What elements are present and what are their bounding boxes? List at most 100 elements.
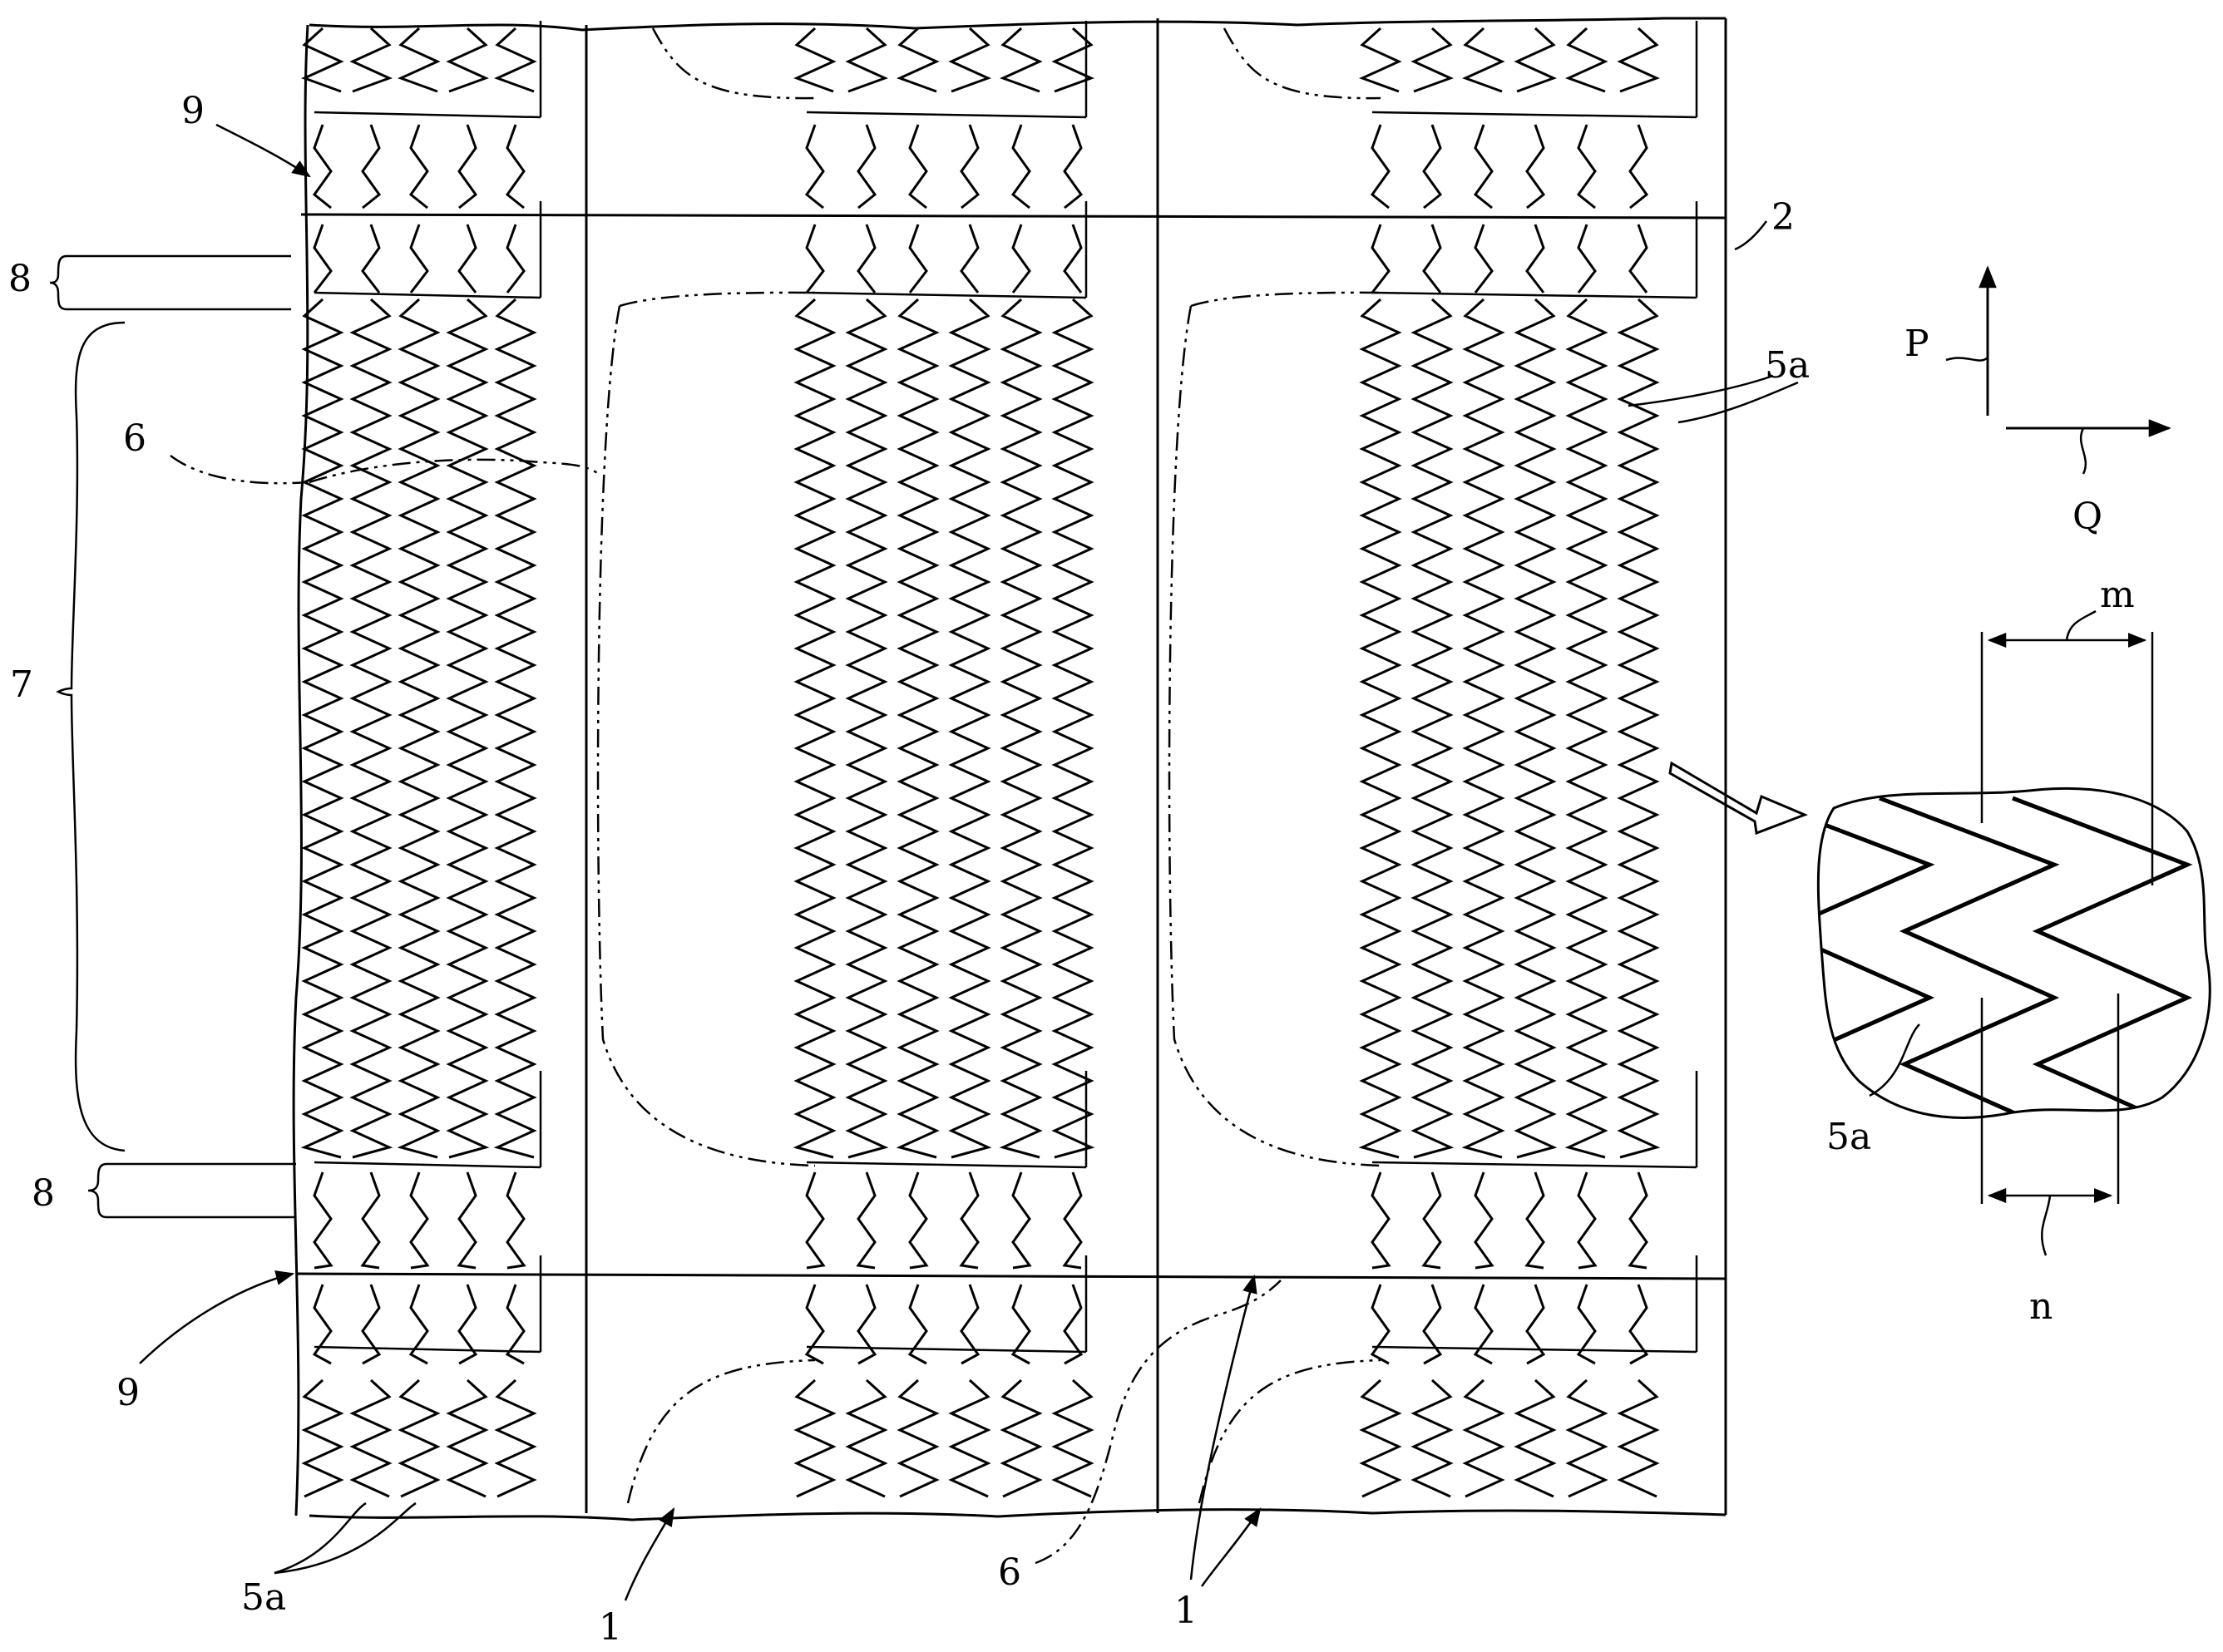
strand-termination-line bbox=[806, 291, 1087, 299]
direction-indicator: P Q bbox=[1904, 265, 2171, 538]
elastic-strand bbox=[1051, 27, 1094, 93]
elastic-strand bbox=[845, 27, 888, 93]
leg-cut-line-lower bbox=[1198, 1359, 1381, 1504]
pitch-m-label: m bbox=[2100, 574, 2135, 616]
elastic-strand bbox=[959, 1171, 980, 1270]
detail-elastic-strand bbox=[2012, 796, 2193, 1118]
elastic-strand bbox=[1617, 1378, 1660, 1498]
elastic-strand bbox=[948, 298, 992, 1159]
web-outline-top bbox=[309, 17, 1726, 32]
elastic-strand bbox=[1422, 1284, 1443, 1365]
elastic-strand bbox=[398, 27, 441, 93]
strand-termination-line bbox=[806, 1345, 1087, 1354]
elastic-strand bbox=[1514, 1378, 1557, 1498]
product-leader-left bbox=[624, 1507, 675, 1601]
elastic-strand bbox=[1051, 298, 1095, 1159]
elastic-strand bbox=[349, 1378, 393, 1498]
waist-zone-label-bottom: 8 bbox=[32, 1172, 55, 1215]
elastic-strand bbox=[1514, 298, 1558, 1159]
pitch-n-label: n bbox=[2029, 1285, 2053, 1328]
elastic-strand bbox=[1577, 1171, 1598, 1270]
elastic-strand bbox=[1422, 124, 1443, 210]
detail-inset-outline bbox=[1816, 787, 2211, 1119]
elastic-strand bbox=[398, 1378, 441, 1498]
elastic-strand bbox=[505, 124, 526, 210]
elastic-web bbox=[292, 17, 1727, 1521]
leg-cut-line-top bbox=[619, 291, 816, 308]
strand-termination-line bbox=[806, 111, 1087, 119]
elastic-strand bbox=[1421, 1171, 1442, 1270]
pitch-n-leader bbox=[2041, 1195, 2052, 1256]
elastic-strand bbox=[361, 224, 381, 293]
elastic-strand bbox=[1617, 27, 1660, 93]
elastic-strand bbox=[1628, 224, 1648, 293]
detail-elastic-strand bbox=[1879, 796, 2060, 1118]
elastic-strand bbox=[1011, 1171, 1032, 1270]
elastic-strand bbox=[408, 1284, 429, 1365]
elastic-strand bbox=[1474, 1171, 1494, 1270]
elastic-strand bbox=[1063, 224, 1083, 293]
elastic-strand bbox=[1062, 1171, 1083, 1270]
strand-termination-line bbox=[314, 1161, 541, 1169]
leg-cut-line bbox=[1168, 305, 1381, 1167]
elastic-strand bbox=[301, 27, 344, 93]
strand-termination-line bbox=[806, 1161, 1087, 1169]
elastic-strand bbox=[805, 1171, 826, 1270]
elastic-strand bbox=[908, 1171, 929, 1270]
elastic-strand bbox=[907, 124, 928, 210]
strand-label-bottom: 5a bbox=[241, 1576, 286, 1619]
elastic-strand bbox=[1525, 124, 1546, 210]
strand-leader-right-a bbox=[1628, 374, 1774, 407]
reference-labels: 9 9 8 8 7 6 6 5a 5a 2 1 bbox=[8, 90, 1810, 1649]
strand-termination-line bbox=[1371, 291, 1697, 299]
elastic-strand bbox=[907, 1284, 928, 1365]
strand-termination-line bbox=[314, 1345, 541, 1354]
product-leader-right-b bbox=[1189, 1274, 1257, 1580]
elastic-strand bbox=[1010, 1284, 1031, 1365]
edge-label-bottom: 9 bbox=[116, 1372, 140, 1414]
elastic-strand bbox=[457, 124, 478, 210]
elastic-strand bbox=[493, 298, 537, 1159]
cross-direction-label: Q bbox=[2072, 496, 2102, 538]
elastic-strand bbox=[1370, 124, 1391, 210]
elastic-strand bbox=[948, 1378, 991, 1498]
leg-cut-line-left bbox=[309, 458, 600, 484]
leg-cut-line-upper bbox=[651, 27, 816, 100]
elastic-strand bbox=[301, 1378, 344, 1498]
elastic-strand bbox=[1410, 298, 1455, 1159]
elastic-strand bbox=[361, 124, 382, 210]
elastic-strand bbox=[506, 1171, 526, 1270]
leg-cut-line-lower bbox=[626, 1359, 816, 1504]
elastic-strand bbox=[409, 1171, 430, 1270]
elastic-strand bbox=[1051, 1378, 1094, 1498]
elastic-strand bbox=[1462, 1378, 1505, 1498]
elastic-strand bbox=[856, 1171, 877, 1270]
product-label-right: 1 bbox=[1174, 1590, 1198, 1632]
elastic-strand bbox=[1628, 1284, 1649, 1365]
elastic-strand bbox=[1359, 27, 1402, 93]
elastic-strand bbox=[805, 224, 825, 293]
elastic-strand bbox=[1410, 1378, 1454, 1498]
elastic-strand bbox=[457, 1284, 478, 1365]
elastic-strand bbox=[1000, 1378, 1043, 1498]
machine-direction-leader bbox=[1945, 356, 1988, 362]
elastic-strand bbox=[505, 1284, 526, 1365]
elastic-strand bbox=[446, 27, 489, 93]
machine-direction-label: P bbox=[1904, 323, 1929, 365]
cross-direction-leader bbox=[2079, 427, 2087, 475]
detail-strand-leader bbox=[1869, 1023, 1920, 1097]
elastic-strand bbox=[793, 298, 837, 1159]
elastic-strand bbox=[1565, 1378, 1608, 1498]
elastic-strand bbox=[1514, 27, 1557, 93]
elastic-strand bbox=[896, 298, 940, 1159]
elastic-strand bbox=[360, 1171, 381, 1270]
elastic-strand bbox=[506, 224, 526, 293]
elastic-strand bbox=[1370, 1284, 1391, 1365]
cut-line-leader-left bbox=[170, 455, 309, 485]
waist-zone-brace-top bbox=[49, 254, 67, 311]
cut-line-label-left: 6 bbox=[123, 417, 146, 460]
product-label-left: 1 bbox=[599, 1606, 622, 1649]
elastic-strand bbox=[845, 1378, 888, 1498]
elastic-strand bbox=[908, 224, 928, 293]
